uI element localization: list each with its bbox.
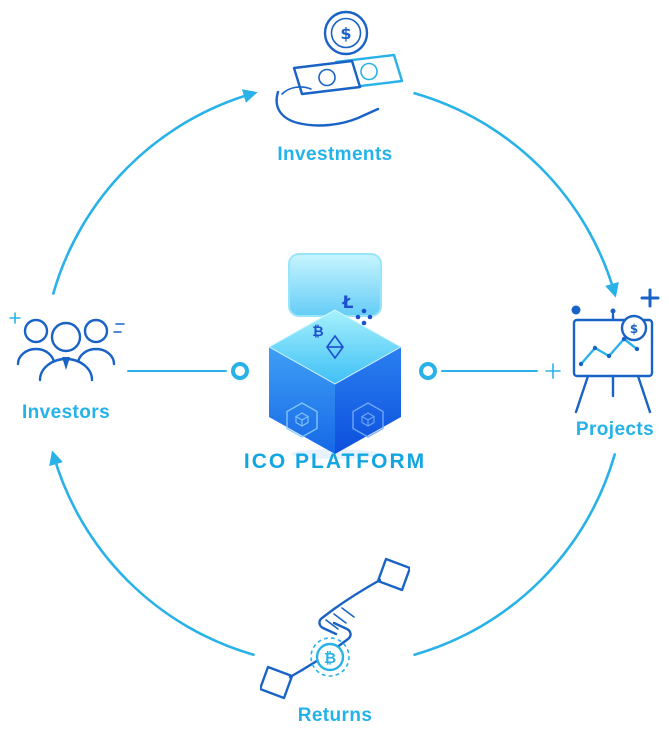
plus-icon: [640, 288, 660, 308]
cube-lid: [288, 253, 382, 317]
easel-legs: [574, 374, 652, 414]
bitcoin-coin-icon: ₿: [310, 637, 350, 677]
board-knob: [610, 308, 616, 314]
ethereum-icon: [326, 334, 344, 360]
person-front: [38, 321, 94, 382]
cube-right-face: [335, 347, 401, 454]
upper-hand-icon: [318, 557, 410, 636]
bitcoin-symbol: ₿: [312, 324, 323, 340]
right-connector: [419, 362, 561, 380]
lower-hand-icon: [260, 621, 352, 700]
arc-investors-to-investments: [52, 89, 258, 295]
cube-left-face: [269, 347, 335, 454]
svg-text:₿: ₿: [324, 649, 336, 667]
dollar-coin-icon: $: [323, 10, 369, 56]
person-back-left: [16, 318, 56, 366]
plus-icon: [9, 312, 21, 324]
tie-icon: [62, 357, 70, 370]
line-chart-icon: [578, 336, 640, 367]
plus-icon: [545, 363, 561, 379]
dots-cluster-icon: [355, 308, 373, 326]
investors-label: Investors: [21, 402, 111, 423]
grip-fingers: [325, 607, 355, 630]
connector-ring-icon: [231, 362, 249, 380]
banknotes-icon: [292, 53, 404, 96]
person-back-right: [76, 318, 116, 366]
hand-with-money-icon: $: [275, 10, 404, 127]
crypto-cube-icon: Ł ₿: [267, 253, 403, 459]
dot-decoration: [571, 305, 581, 315]
arc-investments-to-projects: [413, 92, 619, 298]
arc-projects-to-returns: [413, 453, 616, 656]
litecoin-symbol: Ł: [342, 293, 354, 313]
connector-ring-icon: [419, 362, 437, 380]
returns-label: Returns: [297, 705, 373, 726]
page-title: ICO PLATFORM: [243, 450, 427, 473]
left-connector: [127, 362, 249, 380]
presentation-chart-icon: $: [571, 288, 660, 414]
hexagon-badge-icon: [352, 402, 384, 438]
arc-returns-to-investors: [49, 450, 255, 656]
dollar-coin-icon: $: [620, 314, 648, 342]
svg-text:$: $: [630, 322, 638, 336]
investments-label: Investments: [277, 144, 393, 165]
handshake-bitcoin-icon: ₿: [260, 557, 410, 700]
projects-label: Projects: [575, 419, 655, 440]
svg-text:$: $: [340, 24, 351, 43]
people-group-icon: [9, 312, 125, 382]
hexagon-badge-icon: [286, 402, 318, 438]
tick-marks: [113, 323, 125, 333]
open-hand-icon: [275, 86, 380, 127]
